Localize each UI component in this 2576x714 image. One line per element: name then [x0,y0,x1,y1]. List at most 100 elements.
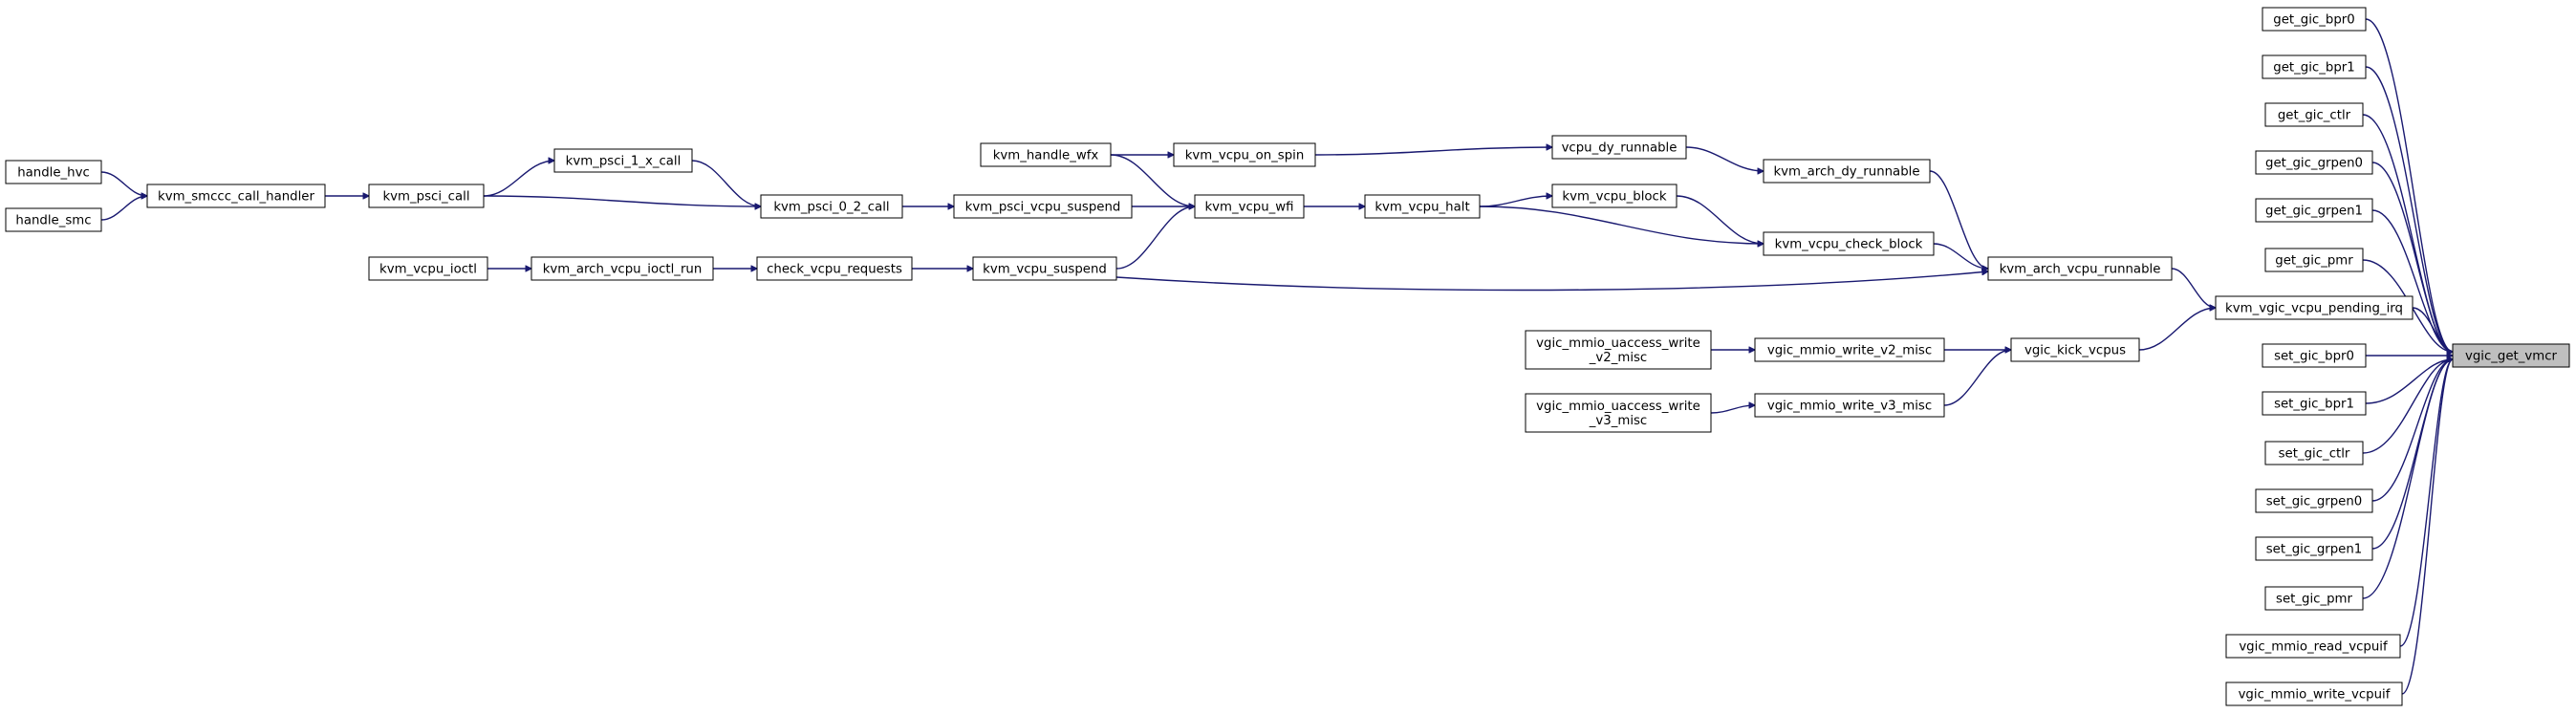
node-label: kvm_psci_call [382,190,469,205]
node-box [756,256,913,281]
node-box [2010,337,2140,362]
node-kvm_vcpu_on_spin[interactable]: kvm_vcpu_on_spin [1173,142,1316,167]
node-kvm_psci_0_2_call[interactable]: kvm_psci_0_2_call [760,194,903,219]
edge-vgic_mmio_uaccess_write_v3_misc-to-vgic_mmio_write_v3_misc [1710,405,1755,414]
node-set_gic_bpr0[interactable]: set_gic_bpr0 [2262,343,2367,368]
node-vgic_mmio_uaccess_write_v2_misc[interactable]: vgic_mmio_uaccess_write_v2_misc [1525,330,1712,370]
node-vgic_mmio_write_vcpuif[interactable]: vgic_mmio_write_vcpuif [2225,682,2403,706]
node-box [2262,391,2367,416]
node-kvm_arch_dy_runnable[interactable]: kvm_arch_dy_runnable [1763,159,1931,184]
node-kvm_psci_call[interactable]: kvm_psci_call [368,184,485,208]
node-box [953,194,1133,219]
node-set_gic_pmr[interactable]: set_gic_pmr [2264,586,2364,611]
node-get_gic_bpr1[interactable]: get_gic_bpr1 [2262,54,2367,79]
node-box [2255,536,2373,561]
node-label: vgic_kick_vcpus [2024,344,2126,358]
node-box [2255,198,2373,223]
edge-get_gic_grpen0-to-vgic_get_vmcr [2371,162,2453,352]
node-vgic_mmio_write_v3_misc[interactable]: vgic_mmio_write_v3_misc [1754,393,1945,418]
node-label: vgic_mmio_read_vcpuif [2239,640,2388,655]
node-box [1525,330,1712,370]
node-handle_hvc[interactable]: handle_hvc [5,160,102,184]
node-box [530,256,714,281]
edge-vgic_mmio_write_vcpuif-to-vgic_get_vmcr [2401,359,2454,695]
node-kvm_smccc_call_handler[interactable]: kvm_smccc_call_handler [146,184,326,208]
edge-handle_smc-to-kvm_smccc_call_handler [100,196,147,221]
node-kvm_arch_vcpu_runnable[interactable]: kvm_arch_vcpu_runnable [1987,256,2173,281]
node-label: set_gic_ctlr [2279,447,2350,462]
node-label: check_vcpu_requests [767,263,902,277]
node-box [1987,256,2173,281]
node-kvm_vcpu_suspend[interactable]: kvm_vcpu_suspend [972,256,1117,281]
node-handle_smc[interactable]: handle_smc [5,207,102,232]
edge-vgic_mmio_read_vcpuif-to-vgic_get_vmcr [2399,359,2454,647]
node-label: kvm_psci_1_x_call [566,155,682,169]
edge-vgic_kick_vcpus-to-kvm_vgic_vcpu_pending_irq [2138,308,2216,351]
node-box [1763,159,1931,184]
node-box [1525,393,1712,433]
node-vgic_mmio_read_vcpuif[interactable]: vgic_mmio_read_vcpuif [2225,634,2401,659]
node-get_gic_grpen0[interactable]: get_gic_grpen0 [2255,150,2373,175]
node-get_gic_pmr[interactable]: get_gic_pmr [2264,248,2364,272]
edge-kvm_vcpu_suspend-to-kvm_arch_vcpu_runnable [1115,271,1988,292]
node-vgic_mmio_write_v2_misc[interactable]: vgic_mmio_write_v2_misc [1754,337,1945,362]
node-label: set_gic_grpen1 [2266,543,2362,557]
node-box [980,142,1112,167]
node-label: get_gic_grpen1 [2265,205,2363,219]
node-kvm_arch_vcpu_ioctl_run[interactable]: kvm_arch_vcpu_ioctl_run [530,256,714,281]
node-vcpu_dy_runnable[interactable]: vcpu_dy_runnable [1551,135,1687,160]
node-box [5,207,102,232]
node-label: vgic_mmio_write_v2_misc [1767,344,1932,358]
node-kvm_psci_vcpu_suspend[interactable]: kvm_psci_vcpu_suspend [953,194,1133,219]
node-set_gic_bpr1[interactable]: set_gic_bpr1 [2262,391,2367,416]
node-box [2264,441,2364,465]
edge-kvm_vcpu_on_spin-to-vcpu_dy_runnable [1314,147,1552,156]
node-label: vcpu_dy_runnable [1562,141,1678,156]
node-label: kvm_arch_dy_runnable [1773,165,1919,180]
node-box [2225,682,2403,706]
node-label: vgic_get_vmcr [2465,350,2558,364]
node-label: vgic_mmio_uaccess_write [1536,336,1700,351]
node-box [2215,295,2414,320]
node-get_gic_ctlr[interactable]: get_gic_ctlr [2264,102,2364,127]
node-box [2264,586,2364,611]
node-vgic_get_vmcr[interactable]: vgic_get_vmcr [2452,343,2570,368]
edge-kvm_vcpu_block-to-kvm_vcpu_check_block [1676,195,1764,244]
node-label: kvm_psci_0_2_call [773,201,889,215]
node-set_gic_grpen1[interactable]: set_gic_grpen1 [2255,536,2373,561]
node-box [2262,343,2367,368]
node-kvm_vcpu_ioctl[interactable]: kvm_vcpu_ioctl [368,256,488,281]
edge-set_gic_bpr1-to-vgic_get_vmcr [2365,359,2453,404]
node-kvm_vcpu_wfi[interactable]: kvm_vcpu_wfi [1194,194,1305,219]
node-check_vcpu_requests[interactable]: check_vcpu_requests [756,256,913,281]
node-label: vgic_mmio_write_vcpuif [2239,688,2391,703]
node-vgic_kick_vcpus[interactable]: vgic_kick_vcpus [2010,337,2140,362]
node-kvm_vcpu_block[interactable]: kvm_vcpu_block [1551,184,1678,208]
node-kvm_vcpu_check_block[interactable]: kvm_vcpu_check_block [1763,231,1935,256]
node-label: _v2_misc [1589,351,1648,365]
node-box [5,160,102,184]
node-box [1194,194,1305,219]
node-set_gic_ctlr[interactable]: set_gic_ctlr [2264,441,2364,465]
node-kvm_psci_1_x_call[interactable]: kvm_psci_1_x_call [553,148,693,173]
edge-set_gic_grpen0-to-vgic_get_vmcr [2371,359,2453,502]
node-label: kvm_vcpu_check_block [1775,238,1923,252]
node-box [368,256,488,281]
node-kvm_vgic_vcpu_pending_irq[interactable]: kvm_vgic_vcpu_pending_irq [2215,295,2414,320]
edge-kvm_psci_1_x_call-to-kvm_psci_0_2_call [691,160,761,206]
node-vgic_mmio_uaccess_write_v3_misc[interactable]: vgic_mmio_uaccess_write_v3_misc [1525,393,1712,433]
node-box [146,184,326,208]
node-set_gic_grpen0[interactable]: set_gic_grpen0 [2255,488,2373,513]
node-box [1754,393,1945,418]
edge-kvm_vcpu_halt-to-kvm_vcpu_block [1479,196,1552,207]
node-box [760,194,903,219]
node-label: set_gic_bpr1 [2274,398,2354,412]
node-label: handle_smc [15,214,91,228]
node-get_gic_bpr0[interactable]: get_gic_bpr0 [2262,7,2367,32]
node-kvm_vcpu_halt[interactable]: kvm_vcpu_halt [1364,194,1481,219]
node-kvm_handle_wfx[interactable]: kvm_handle_wfx [980,142,1112,167]
node-box [1763,231,1935,256]
edge-kvm_psci_call-to-kvm_psci_1_x_call [483,161,554,197]
node-get_gic_grpen1[interactable]: get_gic_grpen1 [2255,198,2373,223]
